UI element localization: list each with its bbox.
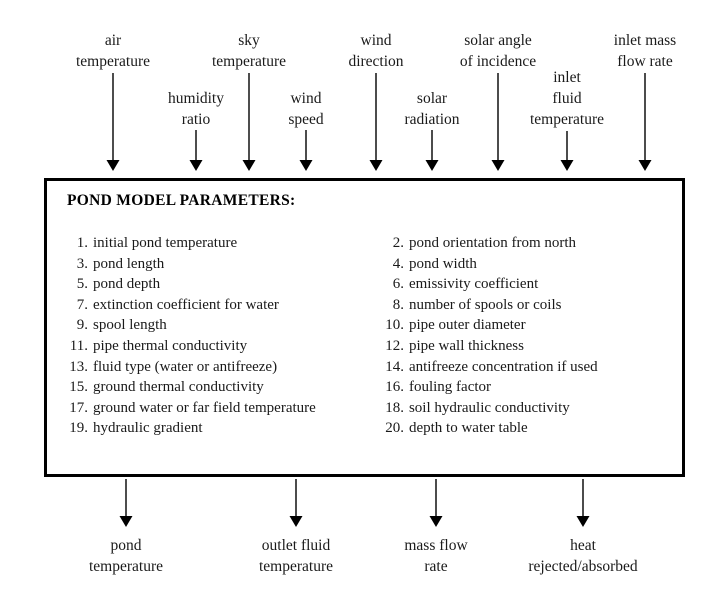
parameter-number: 9. <box>76 317 88 334</box>
parameter-number: 20. <box>385 420 404 437</box>
parameter-text: initial pond temperature <box>93 235 238 251</box>
parameter-item: 4.pond width <box>374 254 682 275</box>
output-label-3: mass flow rate <box>404 537 468 575</box>
parameter-number: 17. <box>69 399 88 416</box>
parameter-item: 11. pipe thermal conductivity <box>58 336 374 357</box>
input-label-8: inlet fluid temperature <box>529 69 605 128</box>
parameter-item: 8.number of spools or coils <box>374 295 682 316</box>
parameter-number: 4. <box>392 255 404 272</box>
input-label-5: wind direction <box>348 32 404 70</box>
parameter-text: pond width <box>408 255 477 272</box>
parameter-text: depth to water table <box>408 420 528 437</box>
parameter-number: 3. <box>76 255 88 272</box>
input-arrow-6 <box>425 130 439 171</box>
parameter-text: pipe thermal conductivity <box>93 337 248 354</box>
parameter-number: 19. <box>69 420 88 437</box>
parameter-item: 14.antifreeze concentration if used <box>374 357 682 378</box>
parameter-text: pipe outer diameter <box>408 317 526 334</box>
parameter-number: 18. <box>385 399 404 416</box>
parameter-text: fluid type (water or antifreeze) <box>93 358 278 375</box>
parameter-number: 8. <box>392 296 404 313</box>
parameter-number: 15. <box>69 379 88 396</box>
parameter-text: fouling factor <box>408 379 492 396</box>
output-arrow-3 <box>429 479 443 527</box>
output-arrow-1 <box>119 479 133 527</box>
input-arrow-5 <box>369 73 383 171</box>
parameters-left-column: 1. initial pond temperature 3. pond length 5… <box>47 233 374 439</box>
input-arrow-2 <box>189 130 203 171</box>
parameter-item: 7. extinction coefficient for water <box>58 295 374 316</box>
parameter-text: pond length <box>93 255 165 272</box>
parameter-item: 19. hydraulic gradient <box>58 418 374 439</box>
parameter-item: 17. ground water or far field temperature <box>58 398 374 419</box>
parameter-number: 6. <box>392 276 404 293</box>
output-label-4: heat rejected/absorbed <box>528 537 638 575</box>
parameter-item: 1. initial pond temperature <box>58 233 374 254</box>
parameter-number: 5. <box>76 276 88 293</box>
parameter-text: emissivity coefficient <box>408 276 539 293</box>
parameter-number: 1. <box>76 235 88 251</box>
input-label-9: inlet mass flow rate <box>613 32 677 70</box>
input-arrow-9 <box>638 73 652 171</box>
input-label-6: solar radiation <box>404 90 460 128</box>
parameter-item: 5. pond depth <box>58 274 374 295</box>
parameter-item: 3. pond length <box>58 254 374 275</box>
output-arrow-4 <box>576 479 590 527</box>
parameter-number: 12. <box>385 337 404 354</box>
box-title: POND MODEL PARAMETERS: <box>67 192 296 209</box>
parameter-text: hydraulic gradient <box>93 420 203 437</box>
parameter-number: 14. <box>385 358 404 375</box>
parameter-text: extinction coefficient for water <box>93 296 279 313</box>
parameter-text: ground water or far field temperature <box>93 399 316 416</box>
input-label-4: wind speed <box>288 90 324 128</box>
input-arrow-3 <box>242 73 256 171</box>
input-arrow-7 <box>491 73 505 171</box>
parameter-number: 11. <box>69 337 88 354</box>
parameter-text: ground thermal conductivity <box>93 379 264 396</box>
parameter-item: 13. fluid type (water or antifreeze) <box>58 357 374 378</box>
parameter-number: 2. <box>392 235 404 251</box>
output-label-1: pond temperature <box>88 537 164 575</box>
parameter-text: pond depth <box>93 276 161 293</box>
parameter-item: 15. ground thermal conductivity <box>58 377 374 398</box>
parameters-columns: 1. initial pond temperature 3. pond length 5… <box>47 233 682 439</box>
parameter-item: 9. spool length <box>58 315 374 336</box>
parameter-number: 10. <box>385 317 404 334</box>
parameter-item: 20.depth to water table <box>374 418 682 439</box>
input-arrow-1 <box>106 73 120 171</box>
input-label-7: solar angle of incidence <box>459 32 537 70</box>
parameter-number: 13. <box>69 358 88 375</box>
parameter-number: 7. <box>76 296 88 313</box>
output-arrow-2 <box>289 479 303 527</box>
parameter-item: 12.pipe wall thickness <box>374 336 682 357</box>
input-label-2: humidity ratio <box>168 90 224 128</box>
parameter-text: pipe wall thickness <box>408 337 524 354</box>
output-label-2: outlet fluid temperature <box>258 537 334 575</box>
parameter-item: 2.pond orientation from north <box>374 233 682 254</box>
input-label-1: air temperature <box>75 32 151 70</box>
parameter-item: 18.soil hydraulic conductivity <box>374 398 682 419</box>
parameter-item: 10.pipe outer diameter <box>374 315 682 336</box>
parameter-item: 16.fouling factor <box>374 377 682 398</box>
pond-model-parameters-box: POND MODEL PARAMETERS: 1. initial pond te… <box>44 178 685 477</box>
parameter-item: 6.emissivity coefficient <box>374 274 682 295</box>
parameter-text: soil hydraulic conductivity <box>408 399 570 416</box>
input-label-3: sky temperature <box>211 32 287 70</box>
output-arrows <box>119 479 590 527</box>
input-arrow-4 <box>299 130 313 171</box>
parameter-text: spool length <box>93 317 167 334</box>
parameter-text: pond orientation from north <box>408 235 577 251</box>
parameter-text: antifreeze concentration if used <box>408 358 598 375</box>
parameter-number: 16. <box>385 379 404 396</box>
input-arrow-8 <box>560 131 574 171</box>
parameter-text: number of spools or coils <box>408 296 562 313</box>
